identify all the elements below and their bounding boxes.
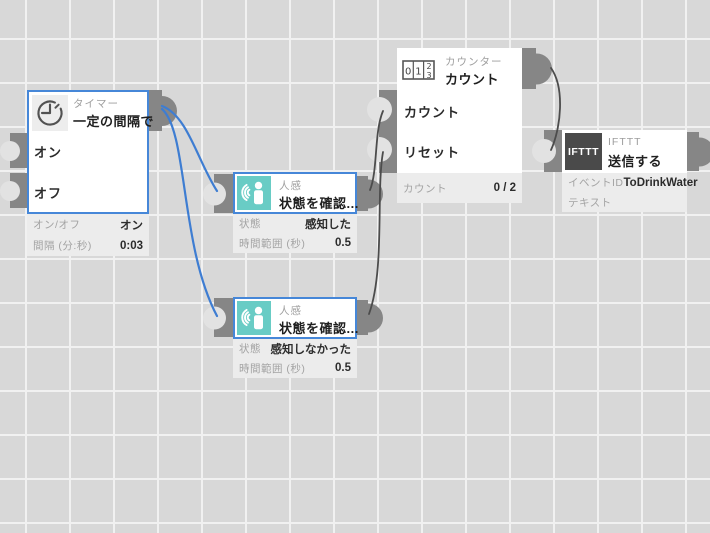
sensor2-title: 状態を確認... <box>279 321 359 336</box>
ifttt-output-port[interactable] <box>684 132 710 171</box>
sensor1-type-label: 人感 <box>279 180 302 192</box>
svg-text:0: 0 <box>405 67 411 78</box>
sensor2-props-panel[interactable]: 状態 感知しなかった 時間範囲 (秒) 0.5 <box>233 339 357 378</box>
sensor2-prop-state-value: 感知しなかった <box>270 343 352 356</box>
ifttt-type-label: IFTTT <box>608 136 642 148</box>
sensor1-prop-range: 時間範囲 (秒) 0.5 <box>233 234 357 254</box>
timer-row-off: オフ <box>34 186 63 201</box>
sensor1-prop-range-label: 時間範囲 (秒) <box>239 237 306 250</box>
timer-title: 一定の間隔で <box>73 114 155 129</box>
ifttt-prop-eventid: イベントID ToDrinkWater <box>562 173 698 193</box>
timer-type-label: タイマー <box>73 98 119 110</box>
counter-row-count: カウント <box>404 105 461 120</box>
ifttt-props-panel[interactable]: イベントID ToDrinkWater テキスト <box>562 173 698 213</box>
sensor1-prop-state-label: 状態 <box>239 218 261 231</box>
sensor2-prop-state-label: 状態 <box>239 343 261 356</box>
wire-timer-to-sensor2[interactable] <box>160 107 219 318</box>
ifttt-prop-text: テキスト <box>562 193 687 213</box>
counter-output-port[interactable] <box>520 48 552 89</box>
counter-node[interactable]: 0 1 2 3 カウンター カウント カウント リセット <box>397 48 522 173</box>
timer-prop-interval-value: 0:03 <box>119 239 143 252</box>
ifttt-input-notch <box>532 139 556 163</box>
sensor1-node[interactable]: 人感 状態を確認... <box>233 172 359 214</box>
timer-prop-onoff: オン/オフ オン <box>27 214 149 235</box>
sensor1-prop-range-value: 0.5 <box>335 237 351 250</box>
timer-off-input-notch <box>0 180 20 201</box>
ifttt-node[interactable]: IFTTT IFTTT 送信する <box>562 130 687 173</box>
svg-text:3: 3 <box>426 71 431 80</box>
counter-type-label: カウンター <box>445 56 503 68</box>
sensor1-input-port[interactable] <box>202 174 233 213</box>
timer-props-panel[interactable]: オン/オフ オン 間隔 (分:秒) 0:03 <box>27 214 149 256</box>
sensor2-type-label: 人感 <box>279 305 302 317</box>
sensor1-prop-state-value: 感知した <box>305 218 351 231</box>
sensor2-prop-range-label: 時間範囲 (秒) <box>239 362 306 375</box>
timer-on-input-port[interactable] <box>0 133 27 168</box>
sensor1-title: 状態を確認... <box>279 196 359 211</box>
timer-row-on: オン <box>34 145 63 160</box>
counter-reset-input-notch <box>366 137 392 162</box>
counter-digits-icon: 0 1 2 3 <box>402 60 435 80</box>
sensor2-prop-state: 状態 感知しなかった <box>233 339 357 359</box>
sensor1-prop-state: 状態 感知した <box>233 214 357 234</box>
counter-props-panel[interactable]: カウント 0 / 2 <box>397 173 522 203</box>
ifttt-logo-icon: IFTTT <box>565 133 602 170</box>
svg-text:2: 2 <box>426 62 431 71</box>
sensor1-props-panel[interactable]: 状態 感知した 時間範囲 (秒) 0.5 <box>233 214 357 253</box>
sensor2-output-port[interactable] <box>353 300 383 335</box>
wire-sensor2-to-counter-reset[interactable] <box>368 151 384 315</box>
timer-prop-interval-label: 間隔 (分:秒) <box>33 240 92 252</box>
counter-input-ports[interactable] <box>366 90 398 173</box>
ifttt-prop-eventid-label: イベントID <box>568 177 624 190</box>
ifttt-input-port[interactable] <box>532 130 563 172</box>
ifttt-logo-text: IFTTT <box>567 145 600 158</box>
counter-title: カウント <box>445 72 500 87</box>
sensor2-prop-range: 時間範囲 (秒) 0.5 <box>233 359 357 379</box>
timer-clock-icon <box>32 95 68 131</box>
timer-on-input-notch <box>0 140 20 161</box>
sensor1-input-notch <box>202 182 226 205</box>
counter-row-reset: リセット <box>404 145 461 160</box>
motion-sensor-icon <box>237 176 271 210</box>
sensor2-input-notch <box>202 306 226 329</box>
ifttt-prop-text-label: テキスト <box>568 196 612 209</box>
ifttt-output-bump <box>684 137 710 166</box>
sensor2-prop-range-value: 0.5 <box>335 362 351 375</box>
ifttt-title: 送信する <box>608 154 663 169</box>
svg-text:1: 1 <box>415 67 421 78</box>
counter-prop-count: カウント 0 / 2 <box>397 173 522 203</box>
sensor2-node[interactable]: 人感 状態を確認... <box>233 297 359 339</box>
motion-sensor-icon <box>237 301 271 335</box>
timer-prop-onoff-value: オン <box>120 219 143 232</box>
timer-node[interactable]: タイマー 一定の間隔で オン オフ <box>27 90 154 214</box>
sensor2-input-port[interactable] <box>202 298 233 337</box>
counter-prop-count-label: カウント <box>403 182 447 195</box>
counter-prop-count-value: 0 / 2 <box>493 182 516 194</box>
timer-prop-onoff-label: オン/オフ <box>33 219 81 231</box>
ifttt-prop-eventid-value: ToDrinkWater <box>623 176 698 189</box>
timer-off-input-port[interactable] <box>0 173 27 208</box>
counter-output-bump <box>520 53 552 84</box>
counter-count-input-notch <box>366 97 392 122</box>
timer-prop-interval: 間隔 (分:秒) 0:03 <box>27 235 149 256</box>
